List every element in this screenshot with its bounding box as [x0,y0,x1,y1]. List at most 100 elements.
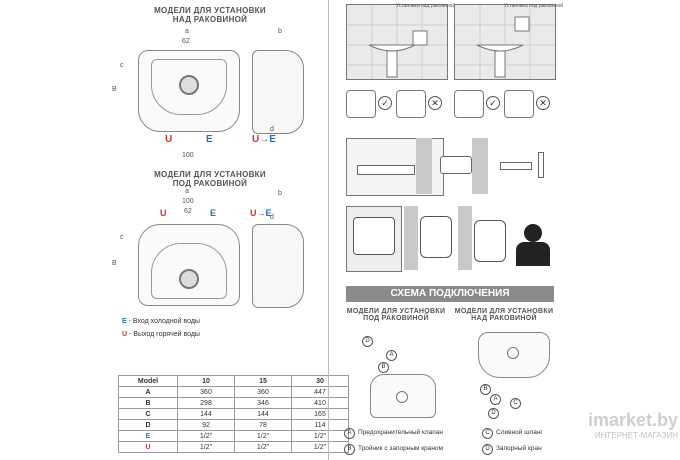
dim-d2-label: d [270,214,274,221]
heater-box-2 [420,216,452,258]
heater-icon-3 [454,90,484,118]
heater-front-view-2 [138,224,240,306]
schema-title-bar: СХЕМА ПОДКЛЮЧЕНИЯ [346,286,554,302]
section2-title-line1: МОДЕЛИ ДЛЯ УСТАНОВКИ [154,170,266,179]
hang-step-1 [346,206,402,272]
dim-b-label: b [278,28,282,35]
heater-control-panel-2 [151,243,227,299]
u-letter-2: U [160,208,167,218]
schema-letter-a: A [386,350,397,361]
table-cell: D [118,419,178,431]
section2-title: МОДЕЛИ ДЛЯ УСТАНОВКИ ПОД РАКОВИНОЙ [150,170,270,188]
heater-side-view [252,50,304,134]
table-cell: 360 [234,386,292,398]
watermark-brand: imarket.by [587,410,678,430]
mount-drill-step [412,138,492,194]
dim-c2-label: c [120,234,124,241]
table-cell: 165 [291,408,349,420]
table-cell: 1/2" [234,430,292,442]
heater-icon-1 [346,90,376,118]
schema-letter-d2: D [488,408,499,419]
schema-knob-1 [396,391,408,403]
table-cell: 1/2" [177,441,235,453]
dim-a2-label: a [185,188,189,195]
table-cell: 1/2" [291,430,349,442]
check-icon-1: ✓ [378,96,392,110]
schema-knob-2 [507,347,519,359]
dim-B-label: B [112,86,117,93]
u-marker-2: U [250,208,257,218]
arrow-marker: → [259,134,270,145]
schema-right-line1: МОДЕЛИ ДЛЯ УСТАНОВКИ [454,308,554,315]
table-cell: 92 [177,419,235,431]
table-cell: B [118,397,178,409]
heater-box-1 [353,217,395,255]
check-icon-2: ✓ [486,96,500,110]
legend-b-text: Тройник с запорным краном [358,445,444,452]
dim-B2-label: B [112,260,117,267]
legend-u-letter: U [122,331,128,338]
install-above-illustration [346,4,448,80]
legend-d-text: Запорный кран [496,445,542,452]
e-marker-2: E [265,208,272,218]
install-below-illustration [454,4,556,80]
dim-62b-label: 62 [184,208,192,215]
table-header: Model [118,375,178,387]
sink-below-svg [455,5,555,79]
u-e-marker: U→E [252,134,276,145]
table-cell: 1/2" [177,430,235,442]
anchor-icon [500,162,532,170]
table-cell: 447 [291,386,349,398]
schema-over-sink: B A C D [470,332,560,422]
cross-icon-1: ✕ [428,96,442,110]
legend-e-text: - Вход холодной воды [126,318,200,325]
heater-control-panel [151,59,227,115]
schema-left-title: МОДЕЛИ ДЛЯ УСТАНОВКИ ПОД РАКОВИНОЙ [344,308,448,322]
drill-icon [440,156,472,174]
dim-a-label: a [185,28,189,35]
schema-letter-c2: C [510,398,521,409]
sink-above-svg [347,5,447,79]
install-above-label: Установка над раковиной [396,3,456,9]
table-cell: 144 [177,408,235,420]
table-cell: 78 [234,419,292,431]
arrow-marker-2: → [256,208,266,218]
table-header: 15 [234,375,292,387]
dim-62-label: 62 [182,38,190,45]
wall-slab-3 [404,206,418,270]
schema-right-line2: НАД РАКОВИНОЙ [471,315,537,322]
heater-box-3 [474,220,506,262]
legend-a-letter: A [344,428,355,439]
schema-under-sink: D A B [352,332,442,420]
e-letter: E [206,134,213,145]
legend-e-letter: E [122,318,127,325]
schema-letter-d: D [362,336,373,347]
column-divider [328,0,329,460]
u-e-marker-2: U→E [250,208,272,218]
hang-step-2 [404,206,452,270]
legend-b-letter: B [344,444,355,455]
table-cell: 410 [291,397,349,409]
table-cell: 114 [291,419,349,431]
watermark: imarket.by ИНТЕРНЕТ-МАГАЗИН [560,410,678,440]
e-marker: E [269,134,276,145]
schema-letter-a2: A [490,394,501,405]
dim-d-label: d [270,126,274,133]
schema-letter-b: B [378,362,389,373]
wall-slab-2 [472,138,488,194]
heater-knob-2 [179,269,199,289]
cross-icon-2: ✕ [536,96,550,110]
table-cell: 360 [177,386,235,398]
schema-left-line2: ПОД РАКОВИНОЙ [363,315,429,322]
mount-anchor-step [472,138,562,194]
legend-d-letter: D [482,444,493,455]
under-sink-diagram: a b 100 62 U E U→E c B d [110,188,330,310]
schema-right-title: МОДЕЛИ ДЛЯ УСТАНОВКИ НАД РАКОВИНОЙ [452,308,556,322]
